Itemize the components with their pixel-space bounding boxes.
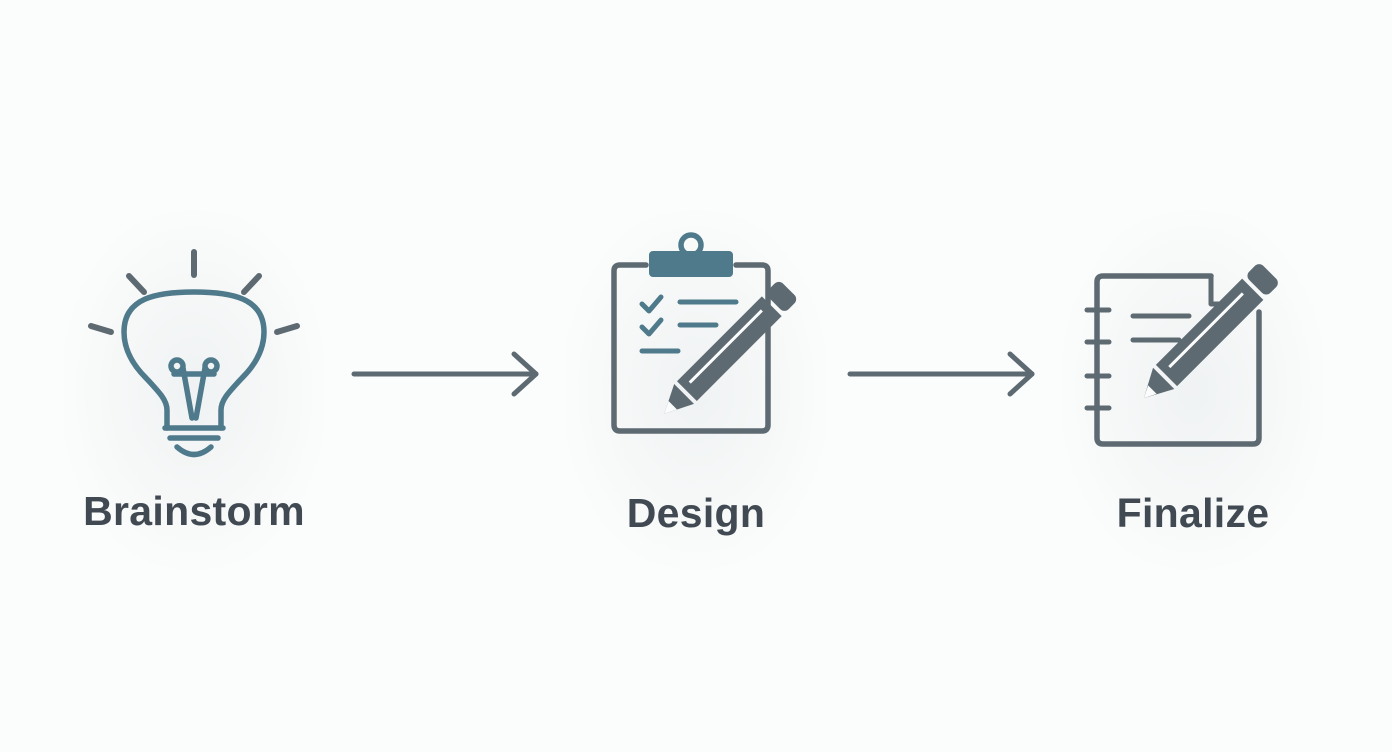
- step-label-brainstorm: Brainstorm: [83, 488, 305, 534]
- step-halo: [1063, 210, 1323, 570]
- arrow-right-icon: [351, 351, 539, 397]
- step-brainstorm: Brainstorm: [44, 210, 344, 570]
- clipboard-pencil-icon: [611, 232, 797, 434]
- step-finalize: Finalize: [1043, 210, 1343, 570]
- lightbulb-icon: [88, 249, 300, 458]
- arrow-right-icon: [847, 351, 1035, 397]
- step-label-design: Design: [626, 490, 766, 536]
- notebook-pencil-icon: [1084, 264, 1278, 447]
- step-design: Design: [546, 210, 846, 570]
- step-label-finalize: Finalize: [1116, 490, 1270, 536]
